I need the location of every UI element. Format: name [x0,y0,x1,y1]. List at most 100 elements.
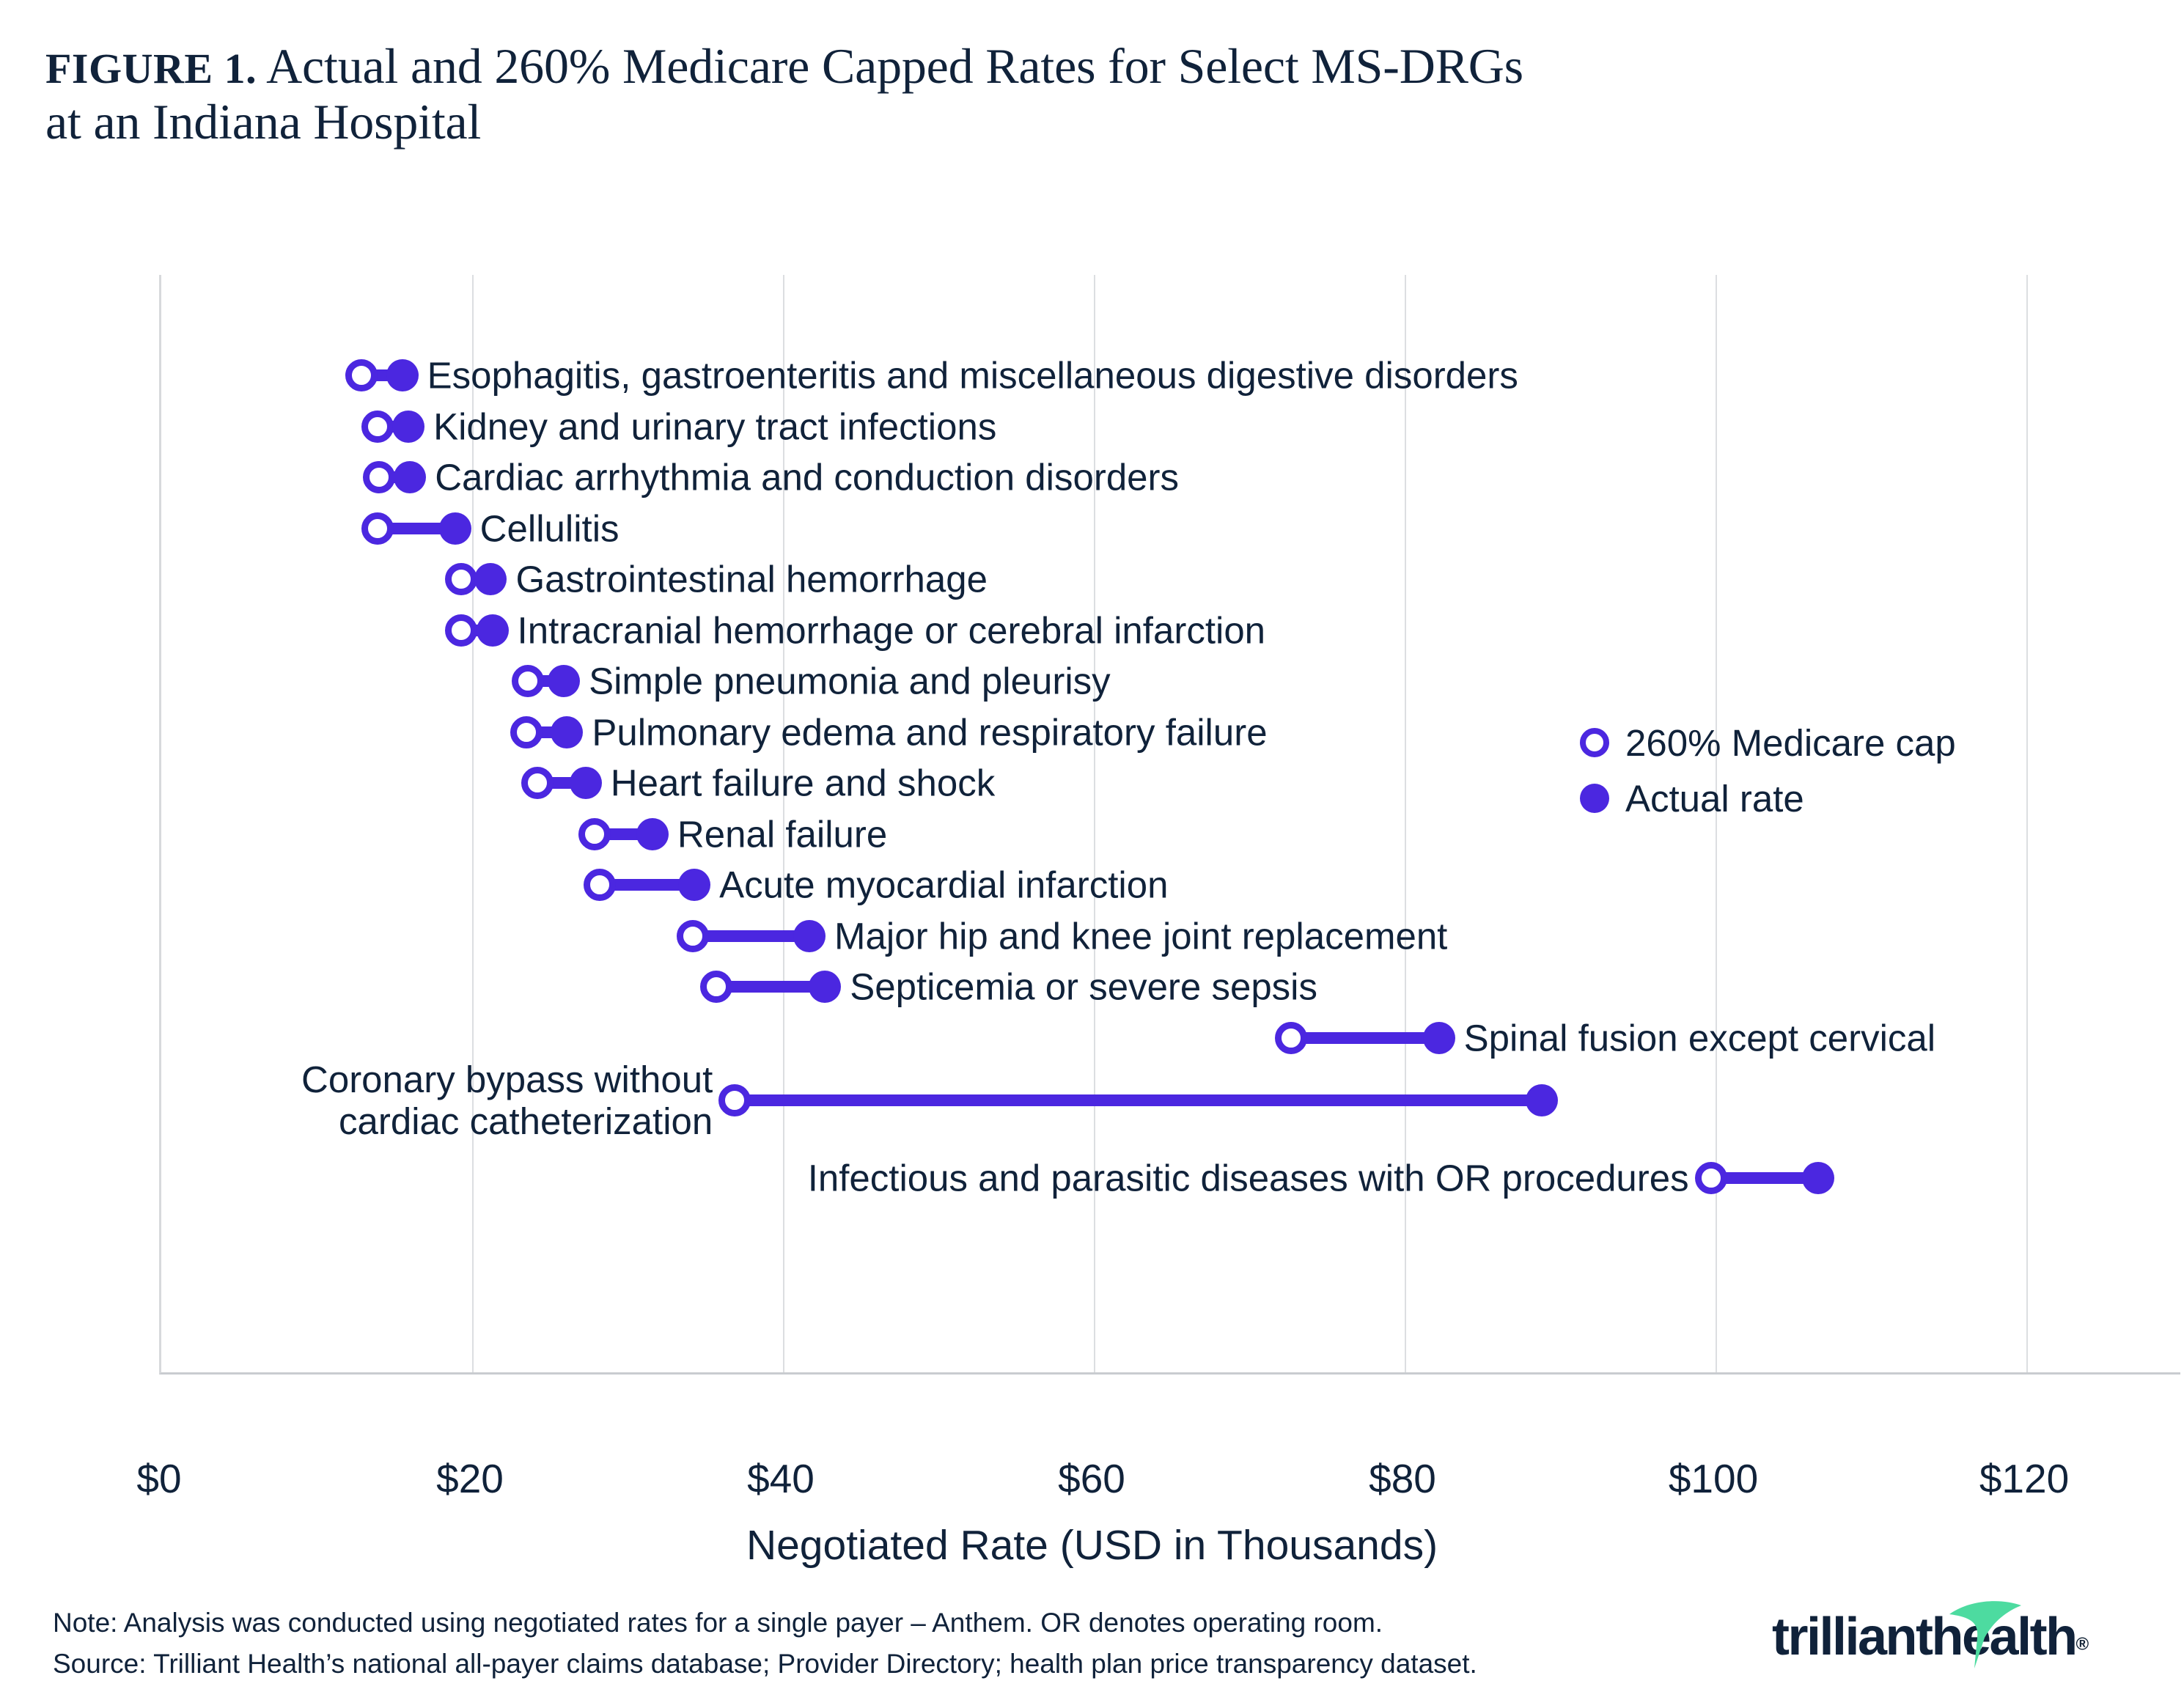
x-tick-label: $0 [136,1456,182,1501]
chart-row-label-line: cardiac catheterization [339,1100,713,1142]
chart-row-label-line: Renal failure [677,812,888,855]
marker-medicare-cap[interactable] [699,971,732,1003]
marker-medicare-cap[interactable] [1694,1161,1727,1194]
chart-row-label-line: Acute myocardial infarction [719,864,1169,906]
marker-actual-rate[interactable] [793,919,826,952]
logo-swoosh-icon [1949,1601,2021,1668]
figure-label: FIGURE 1. [45,45,257,92]
marker-actual-rate[interactable] [386,359,419,391]
x-tick-label: $60 [1058,1456,1125,1501]
chart-row-label: Kidney and urinary tract infections [433,405,996,447]
legend-item-actual[interactable]: Actual rate [1580,770,1956,826]
chart-row-label-line: Coronary bypass without [301,1058,713,1100]
chart-row-label: Esophagitis, gastroenteritis and miscell… [427,354,1518,396]
chart-row-label: Infectious and parasitic diseases with O… [808,1157,1689,1199]
chart-row-label-line: Cellulitis [479,507,619,549]
open-circle-icon [1580,728,1609,757]
chart-row-label: Major hip and knee joint replacement [834,915,1447,957]
logo-registered-mark: ® [2075,1634,2089,1655]
x-tick-label: $80 [1369,1456,1436,1501]
footer-notes: Note: Analysis was conducted using negot… [53,1603,1477,1684]
marker-medicare-cap[interactable] [445,563,478,595]
title-main-text: Actual and 260% Medicare Capped Rates fo… [266,38,1523,94]
dumbbell-connector [716,981,826,993]
dumbbell-connector [377,522,455,534]
chart-row-label: Spinal fusion except cervical [1464,1017,1936,1059]
chart-row-label-line: Gastrointestinal hemorrhage [515,558,988,600]
marker-actual-rate[interactable] [636,817,669,850]
title-line-2: at an Indiana Hospital [45,94,482,150]
title-line-1: FIGURE 1. Actual and 260% Medicare Cappe… [45,38,2142,94]
chart-row-label: Intracranial hemorrhage or cerebral infa… [518,609,1266,651]
x-tick-label: $120 [1979,1456,2070,1501]
marker-medicare-cap[interactable] [1275,1021,1308,1054]
chart-row-label: Renal failure [677,813,887,855]
marker-actual-rate[interactable] [438,512,471,545]
chart-row-label: Cardiac arrhythmia and conduction disord… [435,456,1179,498]
legend-label-cap: 260% Medicare cap [1625,721,1956,764]
marker-medicare-cap[interactable] [510,715,543,748]
dumbbell-connector [693,930,810,942]
x-axis-title: Negotiated Rate (USD in Thousands) [746,1522,1438,1569]
logo-word-health: health [1931,1608,2078,1666]
marker-actual-rate[interactable] [1525,1084,1558,1116]
gridline-40 [783,275,784,1372]
footer-note-line: Note: Analysis was conducted using negot… [53,1608,1383,1638]
marker-actual-rate[interactable] [394,461,427,493]
marker-medicare-cap[interactable] [583,869,616,901]
chart-row-label-line: Intracranial hemorrhage or cerebral infa… [517,608,1266,651]
legend-item-cap[interactable]: 260% Medicare cap [1580,715,1956,770]
x-tick-label: $20 [436,1456,504,1501]
x-tick-label: $40 [747,1456,815,1501]
marker-actual-rate[interactable] [392,410,425,443]
page-title: FIGURE 1. Actual and 260% Medicare Cappe… [45,38,2142,150]
dumbbell-connector [1291,1031,1439,1044]
chart-row-label: Cellulitis [480,507,619,549]
chart-row-label-line: Cardiac arrhythmia and conduction disord… [435,456,1180,498]
marker-medicare-cap[interactable] [718,1084,751,1116]
chart-row-label: Heart failure and shock [611,762,995,803]
gridline-20 [472,275,474,1372]
chart-row-label-line: Spinal fusion except cervical [1463,1016,1936,1059]
marker-medicare-cap[interactable] [361,410,394,443]
marker-actual-rate[interactable] [548,665,581,697]
chart-row-label-line: Kidney and urinary tract infections [433,405,997,447]
marker-medicare-cap[interactable] [677,919,710,952]
chart-row-label: Pulmonary edema and respiratory failure [592,711,1267,753]
marker-actual-rate[interactable] [809,971,842,1003]
marker-actual-rate[interactable] [569,767,602,799]
marker-medicare-cap[interactable] [578,817,611,850]
marker-actual-rate[interactable] [1801,1161,1834,1194]
trilliant-health-logo: trillianthealth® [1772,1601,2139,1674]
marker-actual-rate[interactable] [476,614,509,647]
logo-word-trilliant: trilliant [1772,1608,1933,1666]
filled-circle-icon [1580,784,1609,813]
chart-row-label: Acute myocardial infarction [719,864,1168,905]
marker-medicare-cap[interactable] [445,614,478,647]
chart-row-label: Simple pneumonia and pleurisy [589,660,1111,702]
chart-row-label: Septicemia or severe sepsis [850,965,1317,1007]
marker-actual-rate[interactable] [1422,1021,1455,1054]
gridline-60 [1094,275,1095,1372]
x-tick-label: $100 [1668,1456,1759,1501]
marker-medicare-cap[interactable] [521,767,554,799]
dumbbell-connector [735,1094,1542,1106]
footer-source-line: Source: Trilliant Health’s national all-… [53,1648,1477,1679]
chart-row-label-line: Pulmonary edema and respiratory failure [592,710,1268,753]
marker-medicare-cap[interactable] [361,512,394,545]
chart-row-label-line: Simple pneumonia and pleurisy [589,660,1111,702]
chart-row-label: Gastrointestinal hemorrhage [515,558,988,600]
chart-row-label-line: Major hip and knee joint replacement [834,914,1448,957]
marker-actual-rate[interactable] [474,563,507,595]
marker-medicare-cap[interactable] [345,359,378,391]
dumbbell-connector [599,879,695,891]
chart-legend: 260% Medicare cap Actual rate [1580,715,1956,826]
marker-medicare-cap[interactable] [512,665,545,697]
gridline-80 [1405,275,1406,1372]
marker-actual-rate[interactable] [551,715,584,748]
marker-medicare-cap[interactable] [362,461,395,493]
chart-row-label-line: Septicemia or severe sepsis [850,965,1318,1008]
marker-actual-rate[interactable] [678,869,711,901]
gridline-120 [2026,275,2028,1372]
